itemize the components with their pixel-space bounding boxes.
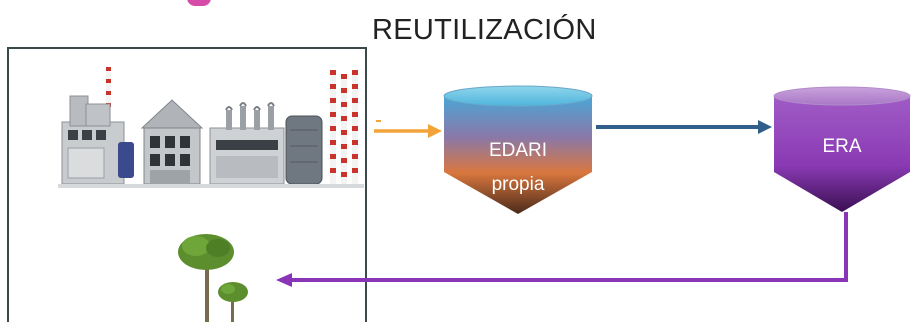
edari-label-line1: EDARI xyxy=(488,140,548,161)
edari-tank xyxy=(443,85,593,214)
edge-factory-edari xyxy=(374,120,442,138)
decorative-tab xyxy=(187,0,211,6)
edge-era-trees xyxy=(276,212,848,287)
chimney-right xyxy=(330,70,358,186)
industry-frame xyxy=(7,47,367,322)
era-tank xyxy=(773,86,911,212)
tree-icon xyxy=(178,234,248,322)
factory-icon xyxy=(58,67,364,188)
edge-edari-era xyxy=(596,120,772,134)
diagram-title: REUTILIZACIÓN xyxy=(372,14,597,46)
edari-label-line2: propia xyxy=(491,174,545,195)
era-label: ERA xyxy=(822,136,862,157)
